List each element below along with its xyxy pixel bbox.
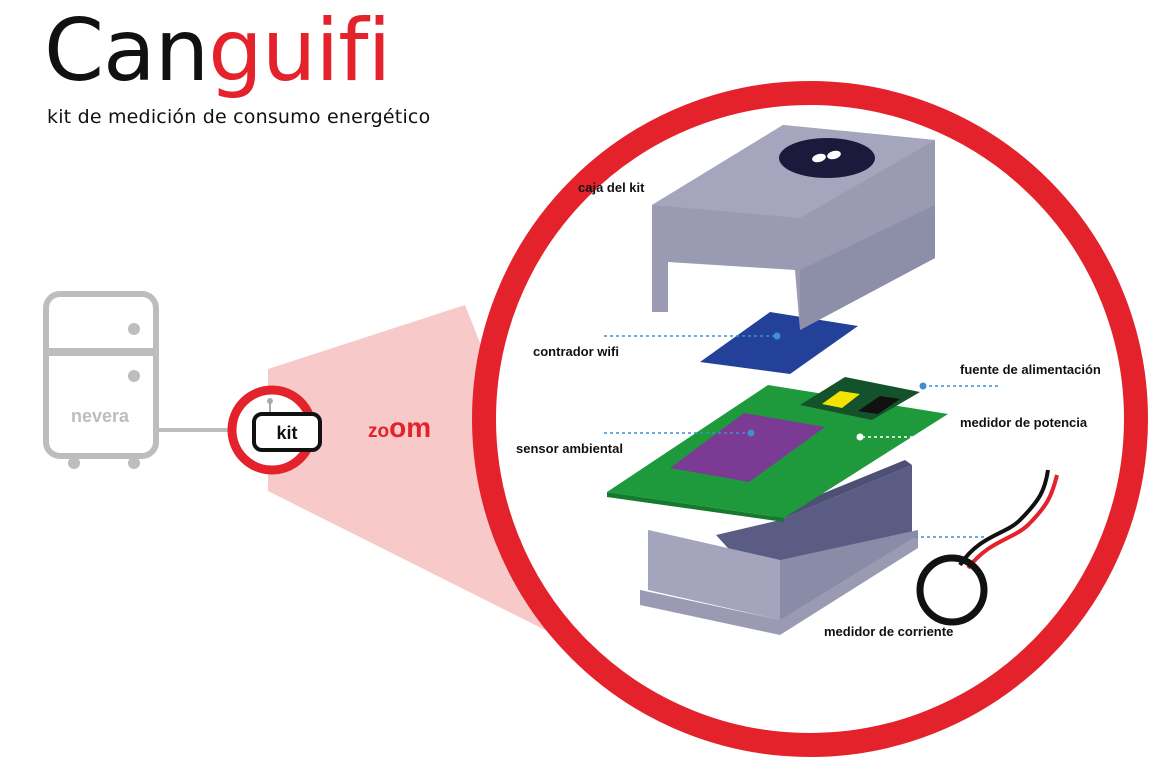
- zoom-label-prefix: zo: [368, 421, 389, 442]
- brand-title: Canguifi: [44, 8, 391, 94]
- sensor-window: [779, 138, 875, 178]
- power-supply-module: [800, 377, 920, 420]
- label-current-meter: medidor de corriente: [824, 624, 953, 639]
- current-clamp: [916, 469, 1059, 626]
- kit-label: kit: [276, 423, 297, 443]
- leader-dot-power-meter: [856, 433, 864, 441]
- brand-title-part1: Can: [44, 1, 209, 101]
- zoom-label: zoom: [368, 412, 431, 443]
- label-wifi: contrador wifi: [533, 344, 619, 359]
- brand-title-part2: guifi: [208, 1, 391, 101]
- sensor-module: [670, 413, 825, 482]
- leader-dot-wifi: [773, 332, 781, 340]
- fridge-icon: nevera: [43, 291, 159, 469]
- label-sensor: sensor ambiental: [516, 441, 623, 456]
- brand-subtitle: kit de medición de consumo energético: [47, 106, 431, 128]
- power-supply-black: [858, 396, 900, 414]
- leader-lines: [604, 335, 1000, 538]
- case-top: [652, 125, 935, 330]
- pcb-board-edge: [607, 492, 784, 522]
- leader-dot-power-supply: [919, 382, 927, 390]
- zoom-label-suffix: om: [389, 412, 431, 443]
- case-bottom: [640, 460, 918, 635]
- kit-box: [252, 412, 322, 452]
- fridge-label: nevera: [71, 406, 130, 426]
- leader-dot-sensor: [747, 429, 755, 437]
- kit-antenna-tip: [267, 398, 273, 404]
- label-power-supply: fuente de alimentación: [960, 362, 1101, 377]
- power-supply-yellow: [822, 391, 860, 408]
- wifi-board: [700, 312, 858, 374]
- label-box: caja del kit: [578, 180, 645, 195]
- label-power-meter: medidor de potencia: [960, 415, 1088, 430]
